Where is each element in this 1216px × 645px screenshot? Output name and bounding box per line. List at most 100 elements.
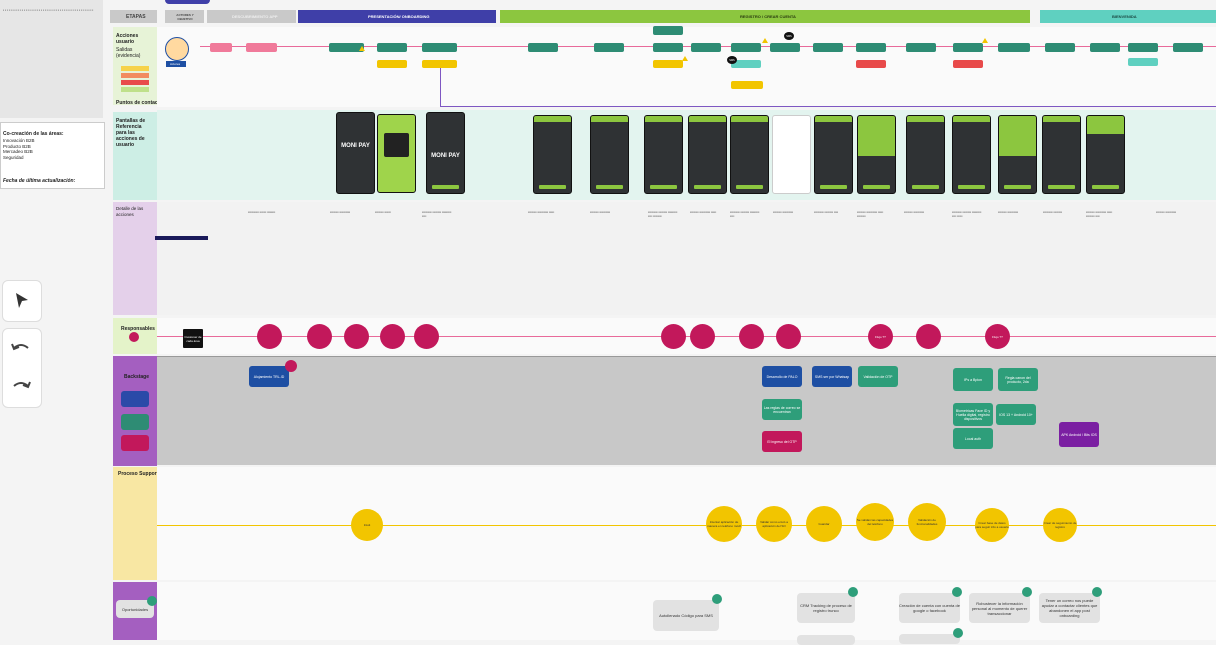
support-circle: Intentar aplicación de manera en teléfon…: [706, 506, 742, 542]
soporte-band: [157, 467, 1216, 580]
backstage-card-label: IOS 13 + Android 10+: [999, 412, 1033, 417]
area-item: Seguridad: [3, 154, 24, 160]
responsable-box: Customer de cada área: [183, 329, 203, 348]
output-note: [653, 60, 683, 68]
opportunity-card: [899, 634, 960, 644]
responsable-box-label: Customer de cada área: [184, 334, 202, 343]
responsable-label: Flujo ??: [992, 334, 1003, 339]
left-info-panel: [0, 0, 103, 118]
rowlabel-soporte-bg: [113, 467, 157, 580]
output-note: [422, 60, 457, 68]
backstage-card: Validación de OTP: [858, 366, 898, 387]
detalle-band: [157, 202, 1216, 315]
responsable-circle: [776, 324, 801, 349]
detail-text: ▪▪▪▪▪▪▪▪▪ ▪▪▪▪▪▪▪▪: [1043, 210, 1062, 214]
opportunity-card: CRM Tracking de proceso de registro trun…: [797, 593, 855, 623]
action-step: [856, 43, 886, 52]
output-note: [731, 81, 763, 89]
action-step: [1173, 43, 1203, 52]
support-circle: Guardar: [806, 506, 842, 542]
warning-icon: [762, 38, 768, 43]
action-step: [1045, 43, 1075, 52]
detalle-highlight: [155, 236, 208, 240]
backstage-card: Biometricas Face ID y Huella digital, re…: [953, 403, 993, 426]
backstage-card: IPs a Bpion: [953, 368, 993, 391]
stage-actores-text: ACTORES Y OBJETIVO: [176, 13, 194, 21]
opportunity-dot: [1022, 587, 1032, 597]
left-info-text: ▪ ▪ ▪ ▪ ▪ ▪ ▪ ▪ ▪ ▪ ▪ ▪ ▪ ▪ ▪ ▪ ▪ ▪ ▪ ▪ …: [3, 8, 94, 12]
action-step: [210, 43, 232, 52]
detail-text: ▪▪▪▪▪▪▪▪ ▪▪▪▪▪▪▪▪▪▪: [998, 210, 1018, 214]
detail-text: ▪▪▪▪▪▪▪▪ ▪▪▪▪▪▪▪▪▪▪: [1156, 210, 1176, 214]
detail-text: ▪▪▪▪▪▪▪▪ ▪▪▪▪▪▪▪▪▪▪ ▪▪▪▪▪: [690, 210, 717, 214]
backstage-card: SMS ser por Whatsap: [812, 366, 852, 387]
detail-text: ▪▪▪▪▪▪▪▪▪ ▪▪▪▪▪▪▪▪ ▪▪▪▪▪▪▪▪▪ ▪▪▪▪: [730, 210, 760, 218]
stage-onboarding: [298, 10, 496, 23]
detail-text: ▪▪▪▪▪▪▪▪ ▪▪▪▪▪▪▪▪▪▪ ▪▪▪▪▪: [528, 210, 555, 214]
screen: [1086, 115, 1125, 194]
screen: [906, 115, 945, 194]
responsable-circle: [380, 324, 405, 349]
backstage-legend-2: [121, 414, 149, 430]
detail-text: ▪▪▪▪▪▪▪▪▪▪ ▪▪▪▪▪▪ ▪▪▪▪▪▪▪▪: [248, 210, 276, 214]
warning-icon: [982, 38, 988, 43]
action-step: [653, 26, 683, 35]
backstage-card: El ingreso del OTP: [762, 431, 802, 452]
pantallas-band: [157, 110, 1216, 200]
rowlabel-pantallas-bg: [113, 112, 157, 200]
screen: [533, 115, 572, 194]
row-label-salidas: Salidas (evidencia): [116, 47, 141, 59]
backstage-legend-1: [121, 391, 149, 407]
acciones-band: [157, 27, 1216, 107]
backstage-card-label: SMS ser por Whatsap: [814, 374, 850, 379]
redo-icon[interactable]: [11, 378, 31, 394]
output-note: [731, 60, 761, 68]
cocreacion-box: [0, 122, 105, 189]
action-step: [246, 43, 277, 52]
screen-sms: [772, 115, 811, 194]
support-circle: Crear de seguimiento de registro: [1043, 508, 1077, 542]
responsable-circle: [661, 324, 686, 349]
stage-bienvenida: [1040, 10, 1216, 23]
stage-onboarding-text: PRESENTACIÓN/ ONBOARDING: [368, 14, 430, 19]
backstage-card-label: Validación de OTP: [863, 374, 893, 379]
connector-line: [440, 106, 1216, 107]
backstage-badge: [285, 360, 297, 372]
backstage-card: Alojamiento TRL-ID: [249, 366, 289, 387]
undo-icon[interactable]: [11, 340, 31, 356]
responsable-circle: [916, 324, 941, 349]
support-circle: Validar como envió a aplicación del SO: [756, 506, 792, 542]
actor-label-box: [166, 61, 186, 67]
backstage-card: Las reglas de correo se encuentran: [762, 399, 802, 420]
opportunity-dot: [848, 587, 858, 597]
backstage-card-label: Las reglas de correo se encuentran: [763, 405, 801, 414]
detail-text: ▪▪▪▪▪▪▪▪ ▪▪▪▪▪▪▪▪▪▪: [904, 210, 924, 214]
responsables-marker: [129, 332, 139, 342]
fecha-label: Fecha de última actualización:: [3, 178, 76, 184]
salidas-swatches: [121, 66, 149, 92]
toolbar-select[interactable]: [2, 280, 42, 322]
sms-bubble-icon: SMS: [727, 56, 737, 64]
screen-moni-pay-logo: MONI PAY: [431, 153, 460, 159]
detail-text: ▪▪▪▪▪▪▪▪▪ ▪▪▪▪▪▪▪▪ ▪▪▪▪: [814, 210, 838, 214]
actor-label: Actores: [170, 62, 181, 66]
area-item: Innovación B2B: [3, 138, 35, 143]
detail-text: ▪▪▪▪▪▪▪▪ ▪▪▪▪▪▪▪▪▪▪ ▪▪▪▪▪ ▪▪▪▪▪▪▪▪: [857, 210, 884, 218]
responsable-circle: [739, 324, 764, 349]
support-label: Validar como envió a aplicación del SO: [760, 520, 788, 528]
backstage-card-label: Alojamiento TRL-ID: [253, 374, 285, 379]
action-step: [329, 43, 364, 52]
action-step: [731, 43, 761, 52]
support-label: Intuit: [363, 523, 371, 527]
support-label: Intentar aplicación de manera en teléfon…: [707, 520, 741, 528]
stage-etapas: [110, 10, 157, 23]
support-label: Crear de seguimiento de registro: [1043, 521, 1077, 529]
responsable-label: Flujo ??: [875, 334, 886, 339]
backstage-card-label: El ingreso del OTP: [767, 439, 797, 444]
stage-descubrimiento-text: DESCUBRIMIENTO APP: [232, 14, 278, 19]
row-label-soporte: Proceso Support: [118, 471, 159, 477]
responsable-circle: [257, 324, 282, 349]
connector-line: [440, 68, 441, 106]
backstage-card: Desarrollo de PALO: [762, 366, 802, 387]
support-label: Se validan las capacidades del teléfono: [856, 518, 894, 526]
